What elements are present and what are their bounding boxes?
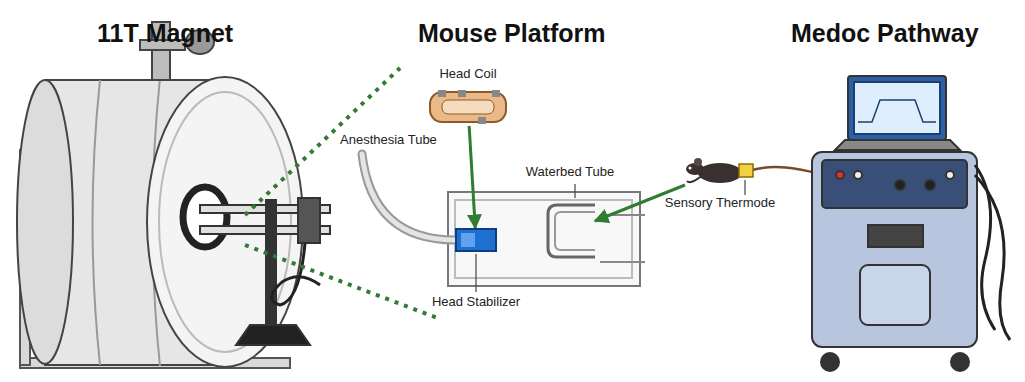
part-label: Anesthesia Tube <box>340 132 437 148</box>
green-arrow <box>469 126 475 228</box>
section-heading: Medoc Pathway <box>791 18 979 48</box>
zoom-lines <box>245 68 440 319</box>
head-stabilizer: Head Stabilizer <box>455 228 497 252</box>
node-label: Waterbed Tube <box>526 164 614 180</box>
section-heading: 11T Magnet <box>97 18 233 48</box>
mouse-platform <box>448 192 645 286</box>
head-coil: Head Coil <box>428 88 508 126</box>
sensory-thermode: Sensory Thermode <box>685 155 755 187</box>
waterbed-tube-shape <box>545 200 595 262</box>
sensory-thermode-shape <box>685 155 755 187</box>
node-label: Head Coil <box>439 66 496 82</box>
medoc-machine <box>812 76 1010 371</box>
anesthesia-tube <box>362 154 455 240</box>
section-heading: Mouse Platform <box>418 18 606 48</box>
anesthesia-tube-core <box>362 154 455 240</box>
node-label: Head Stabilizer <box>432 294 520 310</box>
magnet-body <box>17 77 303 367</box>
magnet-bore <box>183 187 227 247</box>
head-stabilizer-shape <box>455 228 497 252</box>
waterbed-tube: Waterbed Tube <box>545 200 595 262</box>
node-label: Sensory Thermode <box>665 195 775 211</box>
head-coil-shape <box>428 88 508 126</box>
